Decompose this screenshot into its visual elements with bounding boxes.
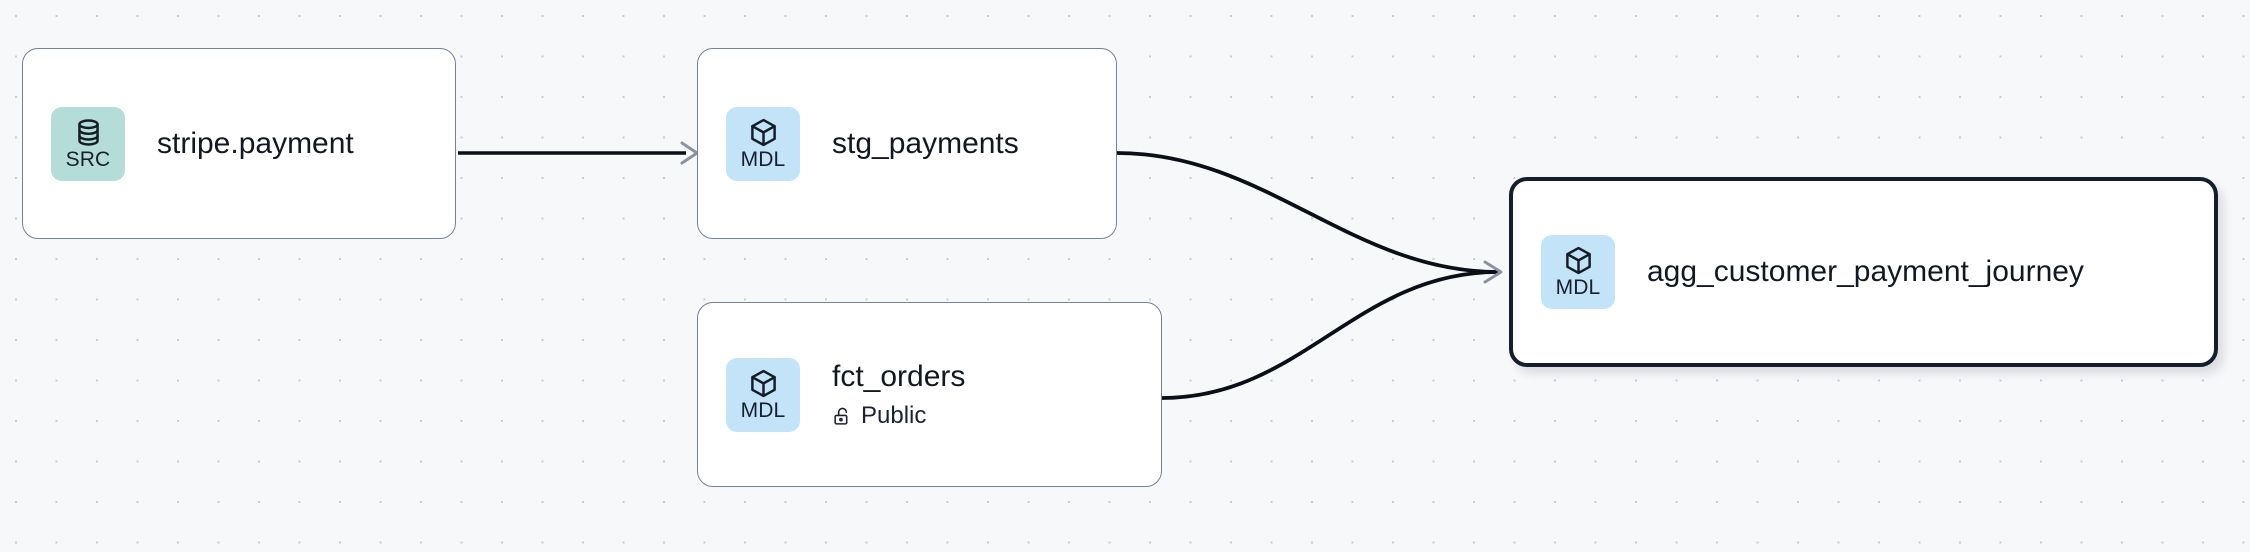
node-badge-label: MDL (740, 398, 786, 422)
node-text-block: agg_customer_payment_journey (1647, 254, 2084, 290)
node-title: stg_payments (832, 126, 1019, 160)
node-visibility: Public (832, 402, 965, 430)
node-title: fct_orders (832, 360, 966, 393)
edge-fct-orders-to-agg-customer-payment-journey (1161, 270, 1499, 400)
unlock-icon (832, 406, 853, 427)
node-badge-label: SRC (65, 147, 111, 171)
node-badge-mdl: MDL (726, 357, 800, 432)
node-badge-mdl: MDL (1541, 235, 1615, 309)
node-visibility-label: Public (861, 402, 927, 429)
edge-stripe-payment-to-stg-payments (458, 141, 699, 165)
node-agg-customer-payment-journey[interactable]: MDL agg_customer_payment_journey (1509, 177, 2218, 367)
node-title: stripe.payment (157, 126, 354, 160)
edge-stg-payments-to-agg-customer-payment-journey (1116, 151, 1499, 274)
node-text-block: stg_payments (832, 126, 1019, 162)
node-text-block: stripe.payment (157, 126, 354, 162)
node-fct-orders[interactable]: MDL fct_orders Public (697, 302, 1162, 487)
node-stripe-payment[interactable]: SRC stripe.payment (22, 48, 456, 239)
node-badge-label: MDL (1555, 276, 1601, 299)
cube-icon (1563, 245, 1594, 277)
edge-arrowhead-agg-input (1483, 260, 1503, 284)
node-stg-payments[interactable]: MDL stg_payments (697, 48, 1117, 239)
cube-icon (748, 117, 779, 149)
node-badge-src: SRC (51, 106, 125, 181)
node-text-block: fct_orders Public (832, 359, 965, 430)
node-badge-mdl: MDL (726, 106, 800, 181)
node-title: agg_customer_payment_journey (1647, 255, 2084, 288)
database-icon (73, 117, 104, 149)
cube-icon (748, 368, 779, 400)
node-badge-label: MDL (740, 147, 786, 171)
